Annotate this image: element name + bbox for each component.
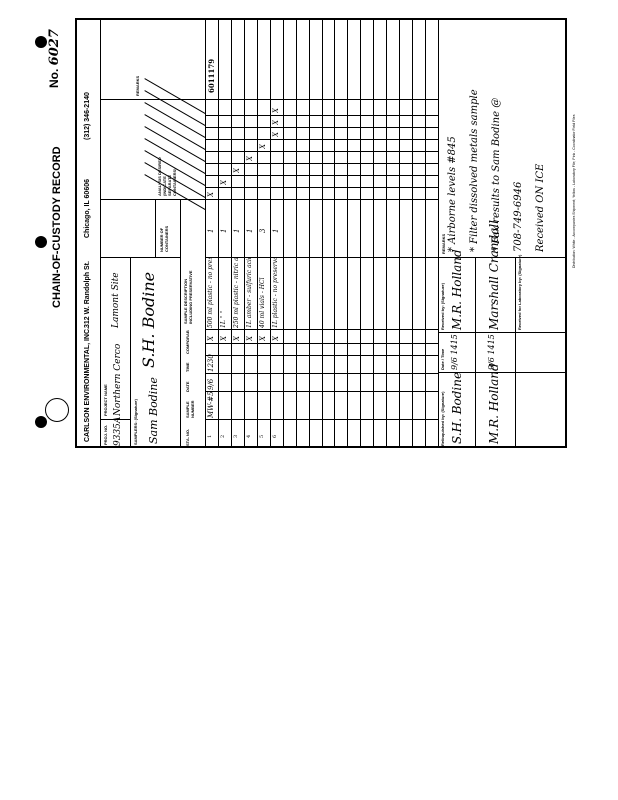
relinquished-signature: M.R. Holland [487, 363, 501, 444]
sampler-name: Sam Bodine [147, 377, 160, 444]
sample-description: 1L " " [219, 310, 227, 328]
container-count: 1 [245, 228, 254, 233]
relinquished-label: Relinquished by: (Signature) [440, 391, 445, 446]
row-divider [373, 18, 375, 448]
container-count: 1 [232, 228, 241, 233]
row-divider [230, 18, 232, 448]
sta-header: STA. NO. [185, 428, 190, 446]
row-divider [282, 18, 284, 448]
datetime-label: Date / Time [440, 348, 445, 370]
grab-header: GRAB [185, 330, 190, 342]
project-name-label: PROJECT NAME [103, 384, 108, 416]
sample-description: 500 ml plastic - no preservative [207, 258, 214, 328]
company-name: CARLSON ENVIRONMENTAL, INC. [84, 327, 91, 442]
row-divider [425, 18, 427, 448]
row-divider [256, 18, 258, 448]
grab-mark: X [219, 336, 228, 341]
project-no-label: PROJ. NO. [103, 424, 108, 445]
grab-mark: X [258, 336, 267, 341]
row-divider [321, 18, 323, 448]
comp-header: COMP. [185, 341, 190, 354]
remarks-note: * Airborne levels #845 [447, 136, 458, 252]
row-divider [334, 18, 336, 448]
date-header: DATE [185, 381, 190, 392]
received-signature: M.R. Holland [450, 249, 464, 330]
remarks-note: * Fax results to Sam Bodine @ [491, 97, 502, 252]
chain-of-custody-form: CHAIN-OF-CUSTODY RECORD No. 6027 CARLSON… [35, 18, 576, 448]
sta-number: 5 [258, 434, 265, 438]
analysis-diagonal-columns [100, 78, 206, 210]
distribution-footer: Distribution: White - Accompanies Shipme… [572, 114, 576, 268]
company-address: 312 W. Randolph St. [84, 261, 91, 328]
company-city: Chicago, IL 60606 [84, 178, 91, 238]
row-divider [386, 18, 388, 448]
row-divider [347, 18, 349, 448]
form-title: CHAIN-OF-CUSTODY RECORD [51, 146, 63, 308]
description-header: SAMPLE DESCRIPTION INCLUDING PRESERVATIV… [183, 270, 193, 324]
binder-hole-icon [35, 236, 47, 248]
grab-mark: X [271, 336, 280, 341]
row-divider [217, 18, 219, 448]
sample-description: 250 ml plastic - nitric acid [232, 258, 240, 328]
grab-mark: X [245, 336, 254, 341]
project-no: 9335A [113, 416, 123, 446]
sample-remarks: 6011179 [207, 58, 216, 93]
analysis-mark: X [232, 168, 241, 173]
remarks-note: Received ON ICE [535, 163, 546, 252]
analysis-mark: X [245, 156, 254, 161]
sta-number: 3 [232, 434, 239, 438]
sta-number: 4 [245, 434, 252, 438]
row-divider [308, 18, 310, 448]
grab-mark: X [232, 336, 241, 341]
analysis-mark: X [207, 192, 215, 197]
company-logo-icon [45, 398, 69, 422]
sample-number: MW-#5 [207, 391, 215, 418]
remarks-label: REMARKS [441, 233, 446, 254]
row-divider [360, 18, 362, 448]
analysis-mark: X [271, 108, 280, 113]
received-label: Received by: (Signature) [440, 283, 445, 330]
binder-hole-icon [35, 36, 47, 48]
row-divider [243, 18, 245, 448]
project-name: Northern Cerco [113, 343, 123, 416]
remarks-note: 708-749-6946 [513, 181, 524, 252]
sta-number: 6 [271, 434, 278, 438]
sample-description: 1L amber - sulfuric acid [245, 258, 253, 328]
signature-datetime: 9/6 1415 [487, 334, 496, 370]
received-lab-label: Received for Laboratory by: (Signature) [517, 254, 522, 330]
sample-date: 9/6 [207, 378, 215, 390]
binder-hole-icon [35, 416, 47, 428]
record-number: No. 6027 [47, 29, 62, 88]
sample-description: 40 ml vials - HCl [258, 277, 266, 328]
analysis-mark: X [219, 180, 228, 185]
analysis-mark: X [258, 144, 267, 149]
remarks-note: * Filter dissolved metals sample [469, 89, 480, 252]
sampler-signature: S.H. Bodine [139, 271, 158, 368]
company-phone: (312) 346-2140 [84, 92, 91, 140]
relinquished-signature: S.H. Bodine [450, 371, 464, 444]
time-header: TIME [185, 362, 190, 372]
sample-time: 1230 [207, 354, 215, 372]
row-divider [269, 18, 271, 448]
analysis-mark: X [271, 120, 280, 125]
signature-datetime: 9/6 1415 [450, 334, 459, 370]
samplers-label: SAMPLERS: (Signature) [133, 399, 138, 445]
row-divider [399, 18, 401, 448]
sample-description: 1L plastic - no preservative [271, 258, 279, 328]
project-site: Lamont Site [111, 272, 121, 328]
sta-number: 2 [219, 434, 226, 438]
container-count: 1 [219, 228, 228, 233]
sample-header: SAMPLE NUMBER [185, 400, 195, 418]
grab-mark: X [207, 336, 215, 341]
remarks-header: REMARKS [135, 75, 140, 96]
analysis-mark: X [271, 132, 280, 137]
row-divider [412, 18, 414, 448]
row-divider [295, 18, 297, 448]
container-count: 1 [271, 228, 280, 233]
containers-header: NUMBER OF CONTAINERS [159, 225, 169, 252]
container-count: 1 [207, 228, 215, 233]
container-count: 3 [258, 228, 267, 233]
sta-number: 1 [207, 434, 213, 438]
